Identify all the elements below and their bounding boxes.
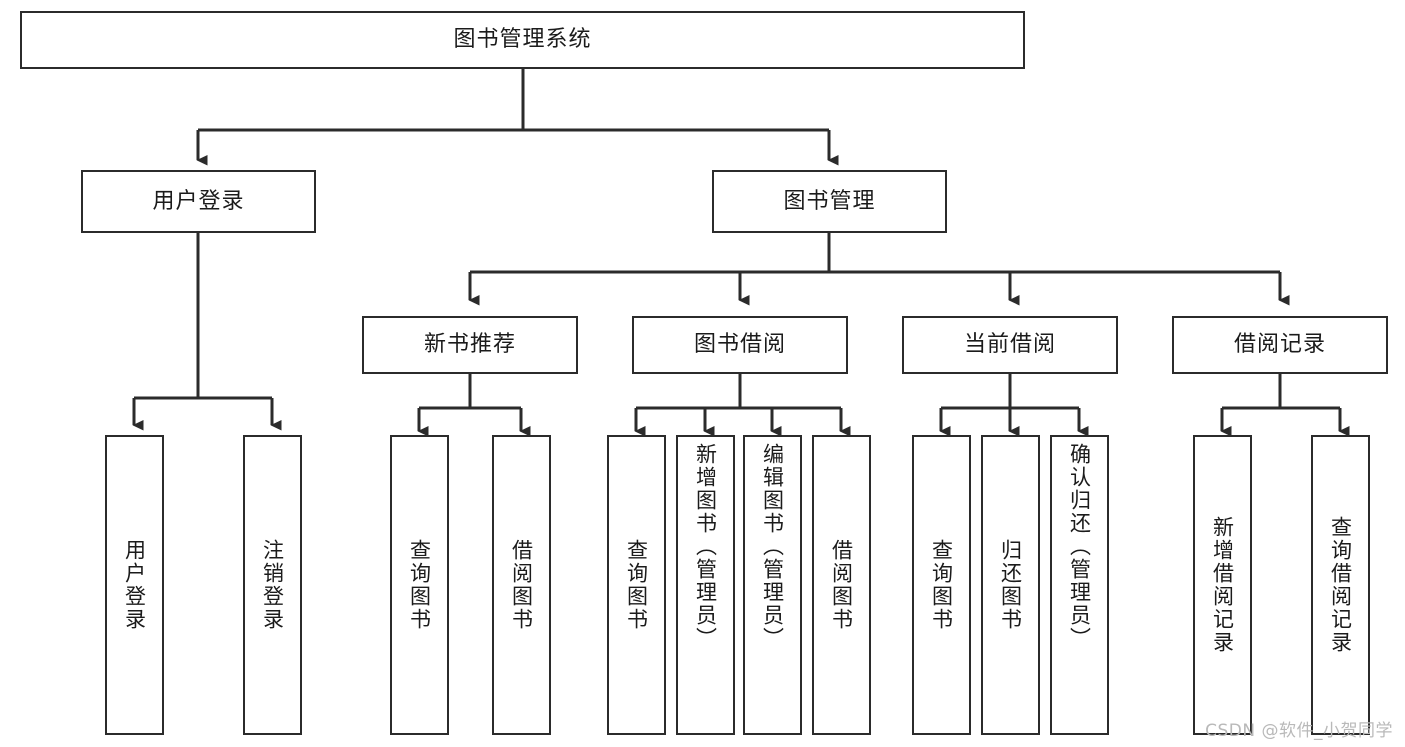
node-label: 新增图书（管理员） [693, 443, 718, 650]
node-borrow-record[interactable]: 借阅记录 [1172, 316, 1388, 374]
node-label: 借阅图书 [829, 539, 854, 631]
node-label: 用户登录 [152, 188, 245, 214]
leaf-user-login[interactable]: 用户登录 [105, 435, 164, 735]
node-book-borrow[interactable]: 图书借阅 [632, 316, 848, 374]
node-label: 归还图书 [998, 539, 1023, 631]
node-label: 查询图书 [929, 539, 954, 631]
leaf-user-logout[interactable]: 注销登录 [243, 435, 302, 735]
node-label: 图书管理系统 [453, 27, 592, 53]
leaf-add-borrow-record[interactable]: 新增借阅记录 [1193, 435, 1252, 735]
node-label: 注销登录 [260, 539, 285, 631]
node-book-manage[interactable]: 图书管理 [712, 170, 947, 233]
node-new-book-recommend[interactable]: 新书推荐 [362, 316, 578, 374]
node-label: 新增借阅记录 [1210, 516, 1235, 654]
leaf-query-book-rec[interactable]: 查询图书 [390, 435, 449, 735]
node-label: 编辑图书（管理员） [760, 443, 785, 650]
node-label: 图书借阅 [693, 332, 786, 358]
leaf-borrow-book[interactable]: 借阅图书 [812, 435, 871, 735]
node-label: 借阅记录 [1233, 332, 1326, 358]
node-user-login[interactable]: 用户登录 [81, 170, 316, 233]
leaf-confirm-return-admin[interactable]: 确认归还（管理员） [1050, 435, 1109, 735]
leaf-query-book-current[interactable]: 查询图书 [912, 435, 971, 735]
leaf-edit-book-admin[interactable]: 编辑图书（管理员） [743, 435, 802, 735]
leaf-add-book-admin[interactable]: 新增图书（管理员） [676, 435, 735, 735]
node-label: 查询借阅记录 [1328, 516, 1353, 654]
leaf-borrow-book-rec[interactable]: 借阅图书 [492, 435, 551, 735]
node-label: 图书管理 [783, 188, 876, 214]
node-label: 用户登录 [122, 539, 147, 631]
node-root-system[interactable]: 图书管理系统 [20, 11, 1025, 69]
leaf-query-book-borrow[interactable]: 查询图书 [607, 435, 666, 735]
leaf-return-book[interactable]: 归还图书 [981, 435, 1040, 735]
node-label: 查询图书 [407, 539, 432, 631]
leaf-query-borrow-record[interactable]: 查询借阅记录 [1311, 435, 1370, 735]
node-label: 借阅图书 [509, 539, 534, 631]
node-current-borrow[interactable]: 当前借阅 [902, 316, 1118, 374]
node-label: 确认归还（管理员） [1067, 443, 1092, 650]
node-label: 当前借阅 [963, 332, 1056, 358]
csdn-watermark: CSDN @软件_小贺同学 [1205, 721, 1393, 741]
node-label: 查询图书 [624, 539, 649, 631]
node-label: 新书推荐 [423, 332, 516, 358]
